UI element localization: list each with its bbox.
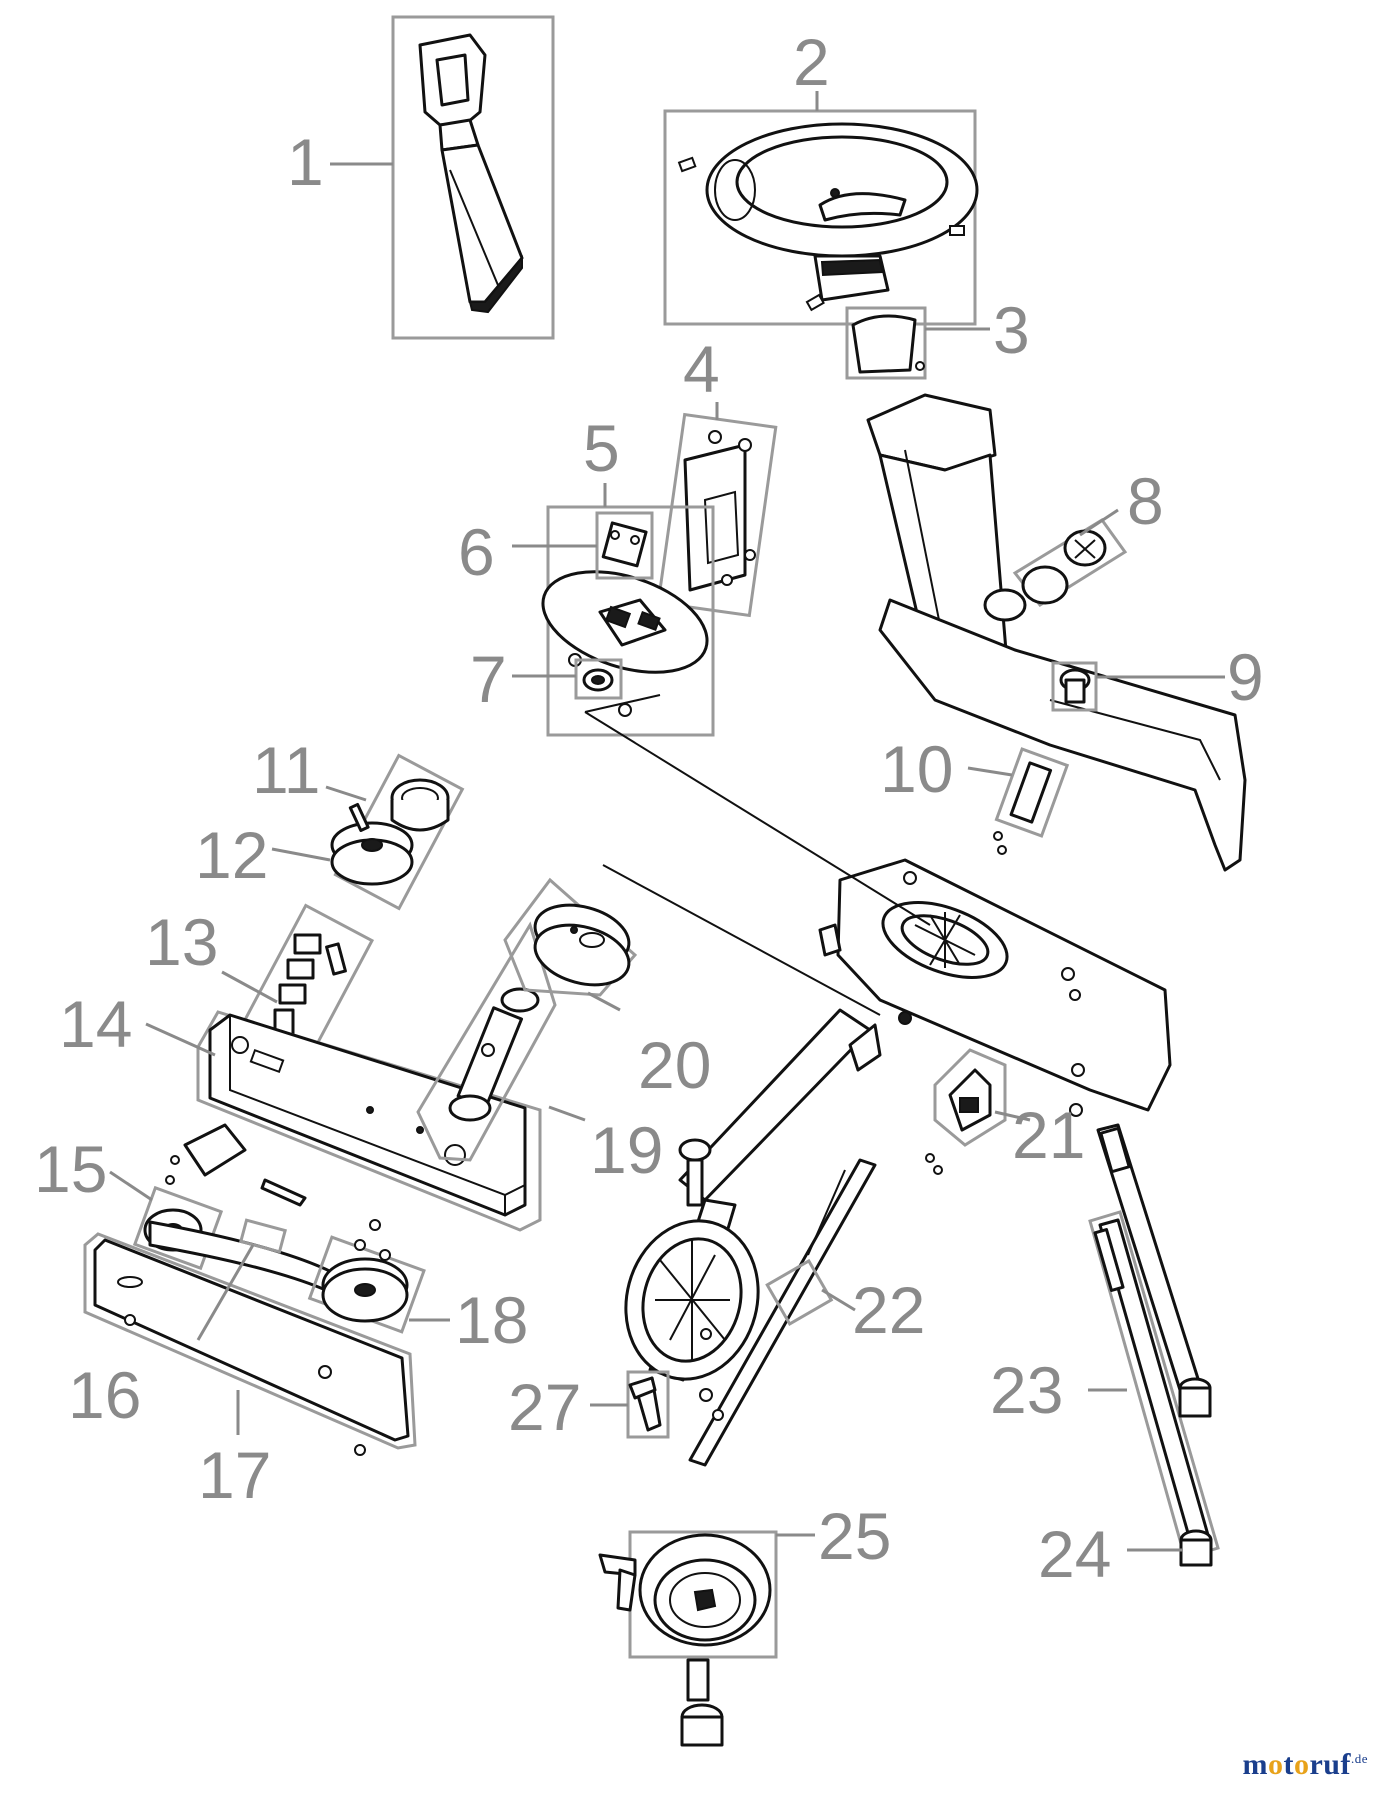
part-6-blade-screws xyxy=(595,511,654,580)
upper-housing-chute xyxy=(866,393,1247,872)
watermark-tld: .de xyxy=(1350,1751,1368,1766)
part-20-shaft-pulley xyxy=(503,877,638,997)
callout-1: 1 xyxy=(287,125,324,199)
callout-2: 2 xyxy=(793,25,830,99)
assembly-guide-lines xyxy=(584,711,931,1016)
callout-17: 17 xyxy=(198,1438,271,1512)
part-2-hopper-funnel xyxy=(663,109,979,326)
part-18-main-pulley xyxy=(307,1219,426,1334)
callout-8: 8 xyxy=(1127,464,1164,538)
watermark-letter: o xyxy=(1293,1748,1310,1781)
callout-21: 21 xyxy=(1012,1098,1085,1172)
callout-27: 27 xyxy=(508,1370,581,1444)
watermark-letter: f xyxy=(1340,1748,1351,1781)
main-housing xyxy=(818,858,1172,1117)
part-27-pin xyxy=(626,1370,670,1439)
callout-22: 22 xyxy=(852,1273,925,1347)
part-7-disc-bearing xyxy=(574,658,623,700)
callout-labels: 1 2 3 4 5 6 7 8 9 10 11 12 13 14 15 16 1… xyxy=(34,25,1264,1591)
watermark-letter: o xyxy=(1267,1748,1284,1781)
callout-24: 24 xyxy=(1038,1517,1111,1591)
callout-6: 6 xyxy=(458,515,495,589)
part-11-pulley-cover xyxy=(333,753,465,911)
part-24-leg-cap xyxy=(1096,1123,1213,1567)
watermark-letter: m xyxy=(1242,1748,1268,1781)
part-25-wheel xyxy=(598,1530,778,1747)
part-12-motor-pulley xyxy=(330,802,414,886)
callout-14: 14 xyxy=(59,987,132,1061)
callout-9: 9 xyxy=(1227,640,1264,714)
part-4-blade-bracket xyxy=(656,412,778,618)
callout-15: 15 xyxy=(34,1132,107,1206)
part-17-cover-plate xyxy=(83,1232,417,1456)
motoruf-watermark: motoruf.de xyxy=(1242,1748,1368,1782)
wheel-upper xyxy=(624,1138,760,1381)
callout-7: 7 xyxy=(470,642,507,716)
callout-3: 3 xyxy=(993,293,1030,367)
callout-12: 12 xyxy=(195,818,268,892)
part-1-push-tool xyxy=(391,15,555,340)
part-10-latch xyxy=(993,747,1070,855)
callout-11: 11 xyxy=(252,733,321,807)
watermark-letter: u xyxy=(1323,1748,1341,1781)
callout-5: 5 xyxy=(583,411,620,485)
callout-16: 16 xyxy=(68,1358,141,1432)
callout-23: 23 xyxy=(990,1353,1063,1427)
part-13-spacers xyxy=(240,903,375,1062)
part-3-flap xyxy=(845,306,927,380)
part-21-bracket xyxy=(925,1048,1007,1175)
callout-25: 25 xyxy=(818,1499,891,1573)
part-5-cutting-disc xyxy=(541,505,715,737)
callout-18: 18 xyxy=(455,1283,528,1357)
part-9-knob xyxy=(1051,661,1098,712)
callout-10: 10 xyxy=(880,732,953,806)
part-8-cap xyxy=(1012,517,1128,607)
watermark-letter: t xyxy=(1283,1748,1294,1781)
callout-19: 19 xyxy=(590,1113,663,1187)
callout-20: 20 xyxy=(638,1028,711,1102)
callout-4: 4 xyxy=(683,332,720,406)
callout-13: 13 xyxy=(145,905,218,979)
leader-lines xyxy=(109,91,1225,1552)
watermark-letter: r xyxy=(1309,1748,1324,1781)
